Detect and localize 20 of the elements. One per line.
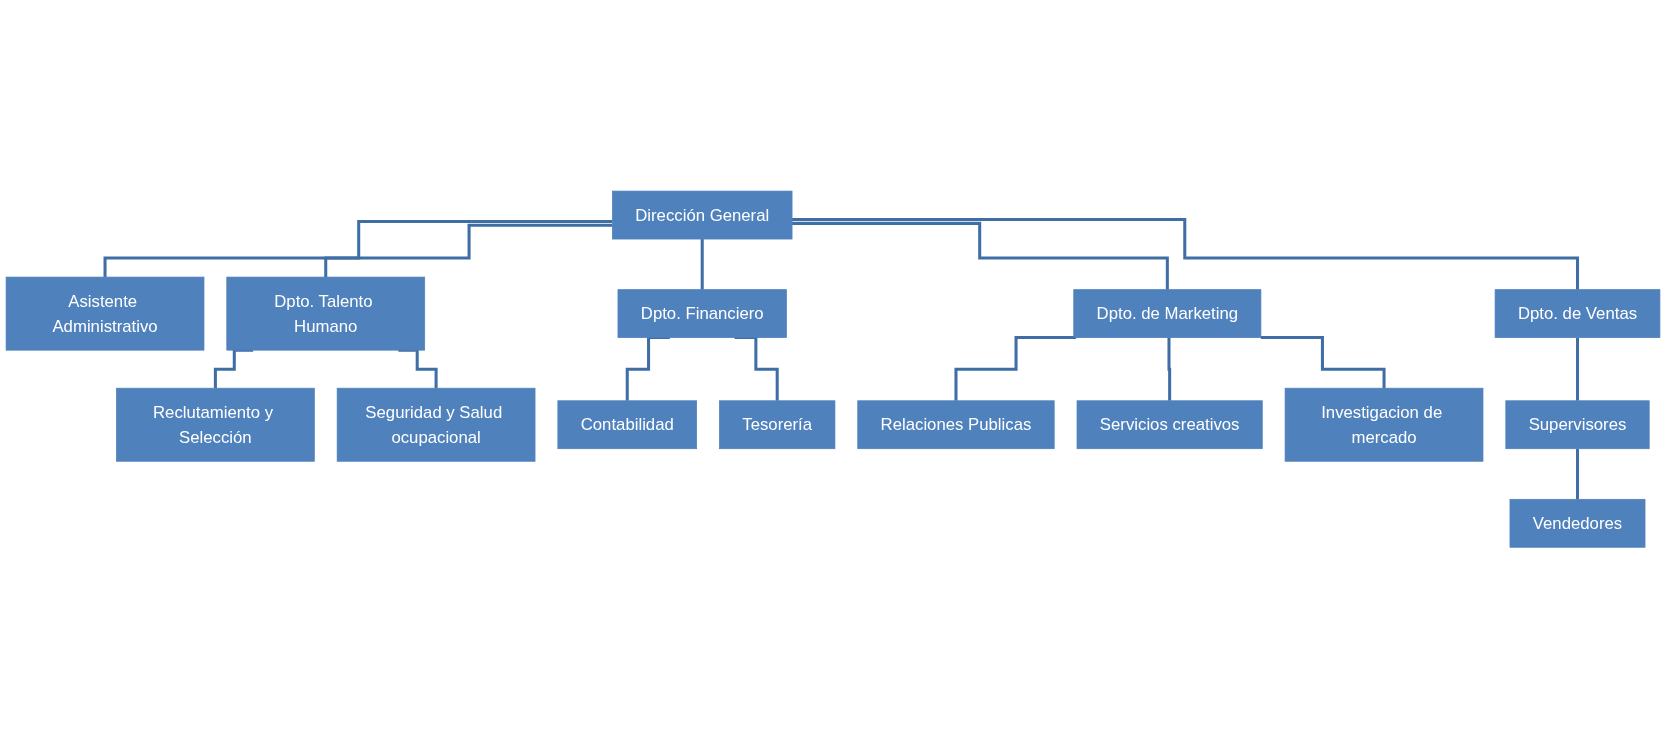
node-box: Contabilidad	[557, 400, 697, 450]
node-box: Supervisores	[1505, 400, 1650, 450]
node-box: Dpto. de Marketing	[1073, 289, 1262, 339]
node-box: Investigacion de mercado	[1284, 388, 1484, 462]
node-box: Dpto. Talento Humano	[226, 277, 426, 351]
connector	[324, 224, 613, 279]
node-box: Asistente Administrativo	[5, 277, 205, 351]
connector	[1576, 336, 1579, 403]
node-box: Reclutamiento y Selección	[116, 388, 315, 462]
connector	[954, 336, 1077, 403]
node-box: Relaciones Publicas	[857, 400, 1055, 450]
connector	[103, 220, 613, 279]
node-box: Vendedores	[1509, 499, 1646, 548]
node-box: Servicios creativos	[1076, 400, 1263, 450]
connector	[1166, 336, 1172, 403]
node-box: Dpto. de Ventas	[1494, 289, 1661, 339]
node-box: Tesorería	[719, 400, 836, 450]
node-box: Dpto. Financiero	[617, 289, 787, 339]
node-box: Seguridad y Salud ocupacional	[336, 388, 536, 462]
node-box: Dirección General	[612, 191, 793, 240]
